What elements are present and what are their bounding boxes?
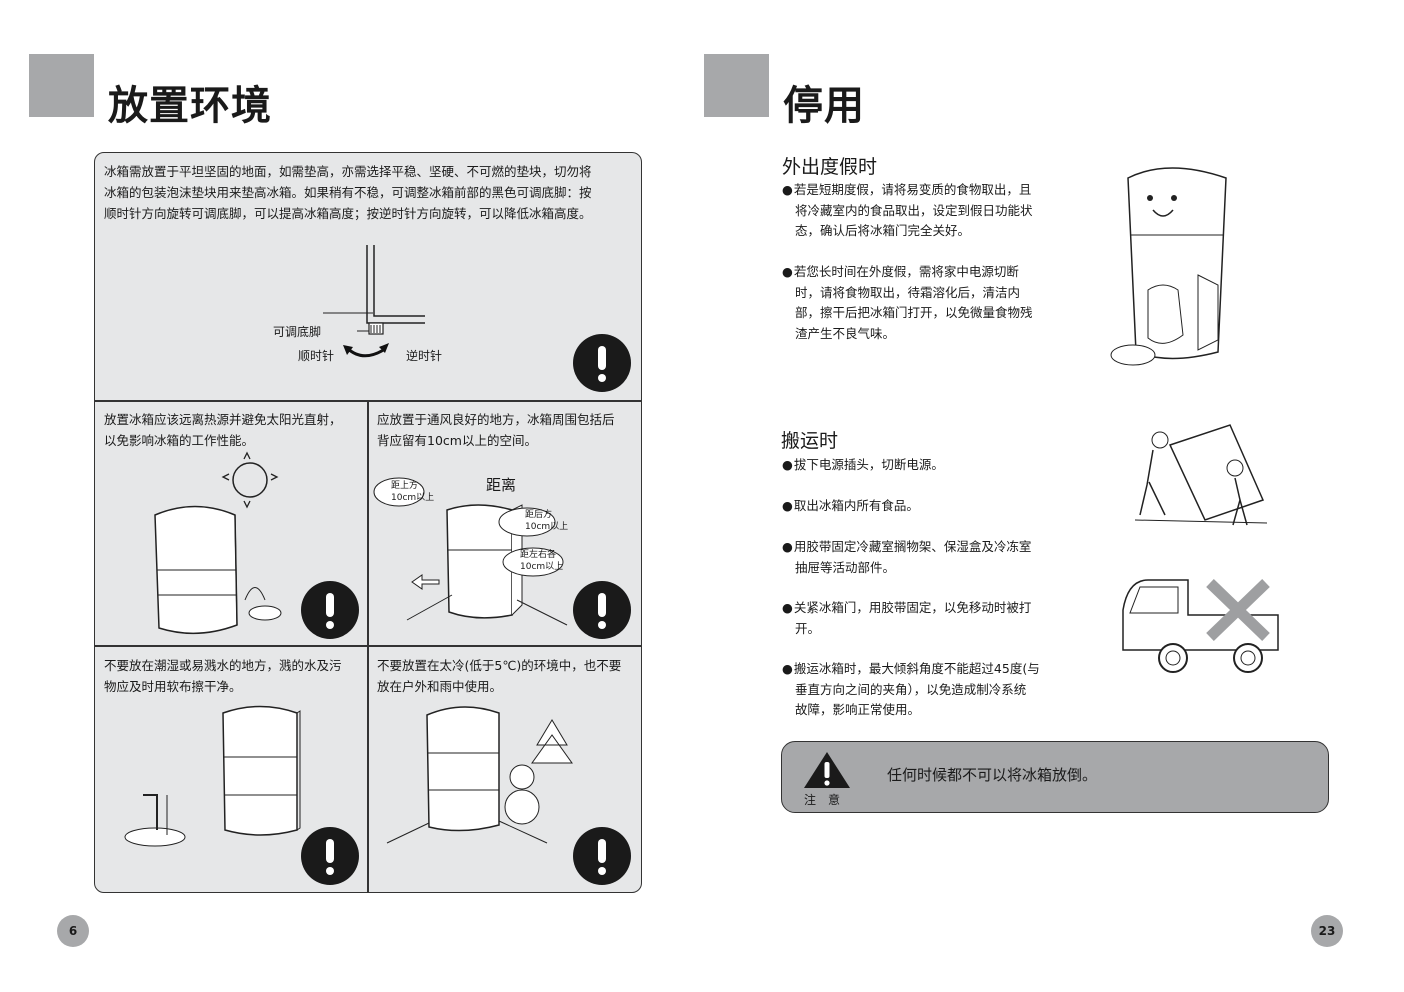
placement-panel: 冰箱需放置于平坦坚固的地面，如需垫高，亦需选择平稳、坚硬、不可燃的垫块，切勿将 … <box>94 152 642 893</box>
title-block-right <box>704 54 769 117</box>
panel-divider <box>367 400 369 892</box>
bullet-line: 故障，影响正常使用。 <box>795 702 921 717</box>
cell-text-humidity: 不要放在潮湿或易溅水的地方，溅的水及污 物应及时用软布擦干净。 <box>104 655 342 697</box>
page-title-left: 放置环境 <box>108 83 272 129</box>
bullet-line: 时，请将食物取出，待霜溶化后，清洁内 <box>795 284 1021 300</box>
vacation-fridge-illustration <box>1110 167 1227 366</box>
bullet-dot: ● <box>782 661 793 676</box>
vacation-bullet: ●若是短期度假，请将易变质的食物取出，且 将冷藏室内的食品取出，设定到假日功能状… <box>782 180 1033 242</box>
intro-line: 冰箱需放置于平坦坚固的地面，如需垫高，亦需选择平稳、坚硬、不可燃的垫块，切勿将 <box>104 164 592 179</box>
counterclockwise-label: 逆时针 <box>406 349 443 363</box>
warning-icon <box>573 827 631 885</box>
truck-prohibited-illustration <box>1122 579 1279 673</box>
bullet-line: 态，确认后将冰箱门完全关好。 <box>795 223 971 238</box>
bullet-line: 拔下电源插头，切断电源。 <box>793 457 944 472</box>
distance-label: 10cm以上 <box>525 522 569 532</box>
transport-bullet: ●取出冰箱内所有食品。 <box>782 496 919 517</box>
cell-line: 应放置于通风良好的地方，冰箱周围包括后 <box>377 412 615 427</box>
bullet-line: 取出冰箱内所有食品。 <box>793 498 919 513</box>
intro-line: 冰箱的包装泡沫垫块用来垫高冰箱。如果稍有不稳，可调整冰箱前部的黑色可调底脚：按 <box>104 185 592 200</box>
cell-line: 放置冰箱应该远离热源并避免太阳光直射， <box>104 412 342 427</box>
cold-environment-illustration <box>386 706 573 844</box>
distance-label: 距上方 <box>391 481 419 491</box>
warning-icon <box>573 581 631 639</box>
page-title-right: 停用 <box>783 83 865 129</box>
bullet-line: 垂直方向之间的夹角），以免造成制冷系统 <box>795 681 1027 697</box>
humidity-illustration <box>124 705 301 847</box>
warning-triangle-icon <box>804 752 850 788</box>
foot-label: 可调底脚 <box>273 325 322 339</box>
bullet-dot: ● <box>782 600 793 615</box>
caution-label: 注 意 <box>804 793 841 807</box>
bullet-line: 若是短期度假，请将易变质的食物取出，且 <box>793 182 1032 197</box>
bullet-line: 将冷藏室内的食品取出，设定到假日功能状 <box>795 202 1033 218</box>
warning-icon <box>301 581 359 639</box>
intro-line: 顺时针方向旋转可调底脚，可以提高冰箱高度；按逆时针方向旋转，可以降低冰箱高度。 <box>104 206 592 221</box>
title-block-left <box>29 54 94 117</box>
bullet-line: 若您长时间在外度假，需将家中电源切断 <box>793 264 1019 279</box>
cell-line: 以免影响冰箱的工作性能。 <box>104 433 255 448</box>
distance-label: 距离 <box>486 476 517 494</box>
bullet-line: 抽屉等活动部件。 <box>795 559 896 575</box>
adjustable-foot-illustration <box>323 245 425 358</box>
ventilation-illustration <box>373 477 568 626</box>
cell-text-ventilation: 应放置于通风良好的地方，冰箱周围包括后 背应留有10cm以上的空间。 <box>377 409 615 451</box>
bullet-dot: ● <box>782 498 793 513</box>
heat-source-illustration <box>154 451 282 635</box>
cell-line: 不要放置在太冷(低于5℃)的环境中，也不要 <box>377 658 622 673</box>
bullet-dot: ● <box>782 182 793 197</box>
distance-label: 10cm以上 <box>391 493 435 503</box>
vacation-bullet: ●若您长时间在外度假，需将家中电源切断 时，请将食物取出，待霜溶化后，清洁内 部… <box>782 262 1033 344</box>
distance-label: 10cm以上 <box>520 562 564 572</box>
bullet-line: 搬运冰箱时，最大倾斜角度不能超过45度(与 <box>793 661 1040 676</box>
clockwise-label: 顺时针 <box>298 349 335 363</box>
vacation-heading: 外出度假时 <box>782 156 878 178</box>
distance-label: 距后方 <box>525 510 553 520</box>
bullet-dot: ● <box>782 264 793 279</box>
transport-bullet: ●拔下电源插头，切断电源。 <box>782 455 944 476</box>
page-number-right: 23 <box>1311 915 1343 947</box>
warning-icon <box>301 827 359 885</box>
cell-line: 背应留有10cm以上的空间。 <box>377 433 537 448</box>
transport-bullet: ●用胶带固定冷藏室搁物架、保湿盒及冷冻室 抽屉等活动部件。 <box>782 537 1031 578</box>
bullet-line: 渣产生不良气味。 <box>795 325 896 341</box>
transport-bullet: ●搬运冰箱时，最大倾斜角度不能超过45度(与 垂直方向之间的夹角），以免造成制冷… <box>782 659 1040 721</box>
transport-bullet: ●关紧冰箱门，用胶带固定，以免移动时被打 开。 <box>782 598 1031 639</box>
carrying-fridge-illustration <box>1134 424 1268 526</box>
caution-text: 任何时候都不可以将冰箱放倒。 <box>887 766 1098 784</box>
intro-text: 冰箱需放置于平坦坚固的地面，如需垫高，亦需选择平稳、坚硬、不可燃的垫块，切勿将 … <box>104 161 634 224</box>
distance-label: 距左右各 <box>520 550 557 560</box>
cell-text-heat: 放置冰箱应该远离热源并避免太阳光直射， 以免影响冰箱的工作性能。 <box>104 409 342 451</box>
cell-text-cold: 不要放置在太冷(低于5℃)的环境中，也不要 放在户外和雨中使用。 <box>377 655 621 697</box>
cell-line: 放在户外和雨中使用。 <box>377 679 503 694</box>
bullet-line: 开。 <box>795 620 821 636</box>
bullet-line: 用胶带固定冷藏室搁物架、保湿盒及冷冻室 <box>793 539 1032 554</box>
cell-line: 不要放在潮湿或易溅水的地方，溅的水及污 <box>104 658 342 673</box>
cell-line: 物应及时用软布擦干净。 <box>104 679 242 694</box>
bullet-line: 关紧冰箱门，用胶带固定，以免移动时被打 <box>793 600 1032 615</box>
transport-heading: 搬运时 <box>781 430 839 452</box>
caution-banner: 注 意 任何时候都不可以将冰箱放倒。 <box>781 741 1329 813</box>
bullet-dot: ● <box>782 539 793 554</box>
bullet-dot: ● <box>782 457 793 472</box>
warning-icon <box>573 334 631 392</box>
page-number-left: 6 <box>57 915 89 947</box>
bullet-line: 部，擦干后把冰箱门打开，以免微量食物残 <box>795 305 1033 320</box>
